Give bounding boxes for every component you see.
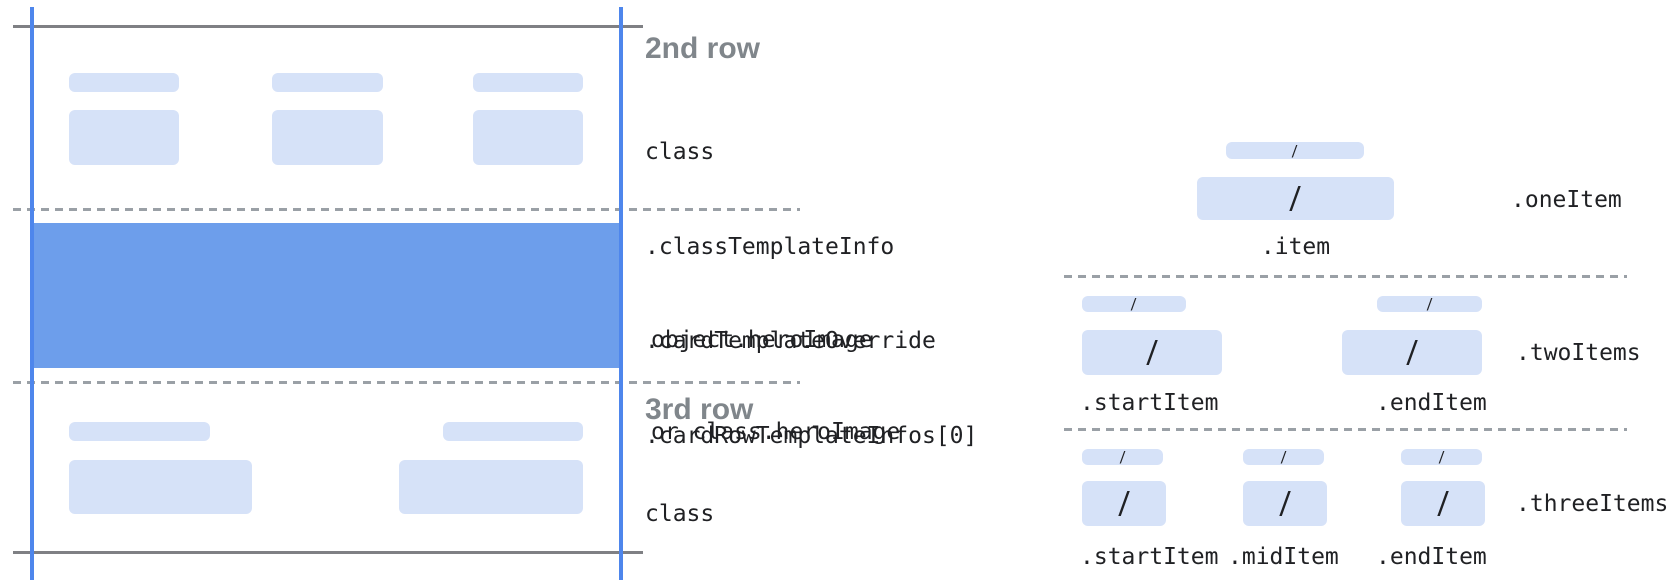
row3-start-value-placeholder bbox=[69, 460, 252, 514]
row2-item3-label-placeholder bbox=[473, 73, 583, 92]
slash-placeholder: / bbox=[1288, 180, 1303, 217]
row2-item2-value-placeholder bbox=[272, 110, 383, 165]
hero-code-line: or class.heroImage bbox=[651, 418, 901, 445]
card-right-guide-line bbox=[619, 7, 623, 580]
slash-placeholder: / bbox=[1277, 485, 1293, 522]
hero-image-band bbox=[32, 223, 621, 368]
row2-heading: 2nd row bbox=[645, 32, 761, 65]
three-items-end-label: .endItem bbox=[1376, 544, 1487, 570]
card-top-line bbox=[13, 25, 643, 28]
three-items-end-value-bar: / bbox=[1401, 481, 1485, 526]
row2-item1-label-placeholder bbox=[69, 73, 179, 92]
two-items-end-label: .endItem bbox=[1376, 390, 1487, 416]
row2-code-line: .cardTemplateOverride bbox=[645, 328, 936, 354]
slash-placeholder: / bbox=[1130, 294, 1138, 314]
slash-placeholder: / bbox=[1435, 485, 1451, 522]
three-items-start-value-bar: / bbox=[1082, 481, 1166, 526]
slash-placeholder: / bbox=[1118, 447, 1127, 467]
two-items-start-label: .startItem bbox=[1080, 390, 1219, 416]
two-items-end-value-bar: / bbox=[1342, 330, 1482, 375]
two-items-start-value-bar: / bbox=[1082, 330, 1222, 375]
three-items-start-label: .startItem bbox=[1080, 544, 1219, 570]
row2-item2-label-placeholder bbox=[272, 73, 383, 92]
hero-row3-divider-dashed-line bbox=[13, 381, 800, 384]
two-items-start-label-bar: / bbox=[1082, 294, 1186, 314]
three-items-container-label: .threeItems bbox=[1516, 491, 1669, 517]
two-items-container-label: .twoItems bbox=[1516, 340, 1641, 366]
slash-placeholder: / bbox=[1425, 294, 1434, 314]
row2-code-line: .classTemplateInfo bbox=[645, 233, 895, 260]
row2-code-line: class bbox=[645, 139, 715, 165]
row2-hero-divider-dashed-line bbox=[13, 208, 800, 211]
three-items-end-label-bar: / bbox=[1401, 447, 1482, 467]
two-three-divider-dashed-line bbox=[1064, 428, 1627, 431]
slash-placeholder: / bbox=[1291, 141, 1299, 160]
slash-placeholder: / bbox=[1404, 334, 1420, 371]
row3-start-label-placeholder bbox=[69, 422, 210, 441]
one-two-divider-dashed-line bbox=[1064, 275, 1627, 278]
row3-end-label-placeholder bbox=[443, 422, 583, 441]
card-left-guide-line bbox=[30, 7, 34, 580]
row2-item3-value-placeholder bbox=[473, 110, 583, 165]
row3-end-value-placeholder bbox=[399, 460, 583, 514]
three-items-mid-label-bar: / bbox=[1243, 447, 1324, 467]
three-items-mid-value-bar: / bbox=[1243, 481, 1327, 526]
three-items-mid-label: .midItem bbox=[1228, 544, 1339, 570]
hero-code-line: object.heroImage bbox=[651, 327, 873, 353]
slash-placeholder: / bbox=[1144, 334, 1160, 371]
row2-item1-value-placeholder bbox=[69, 110, 179, 165]
one-item-item-label: .item bbox=[1260, 234, 1331, 260]
row3-heading: 3rd row bbox=[645, 393, 754, 426]
two-items-end-label-bar: / bbox=[1377, 294, 1482, 314]
row2-code-block: class .classTemplateInfo .cardTemplateOv… bbox=[645, 74, 977, 515]
one-item-value-bar: / bbox=[1197, 177, 1394, 220]
slash-placeholder: / bbox=[1279, 447, 1288, 467]
card-bottom-line bbox=[13, 551, 643, 554]
row3-code-block: class .classTemplateInfo .cardTemplateOv… bbox=[645, 436, 977, 584]
one-item-label-bar: / bbox=[1226, 141, 1364, 160]
slash-placeholder: / bbox=[1437, 447, 1446, 467]
three-items-start-label-bar: / bbox=[1082, 447, 1163, 467]
row3-code-line: class bbox=[645, 501, 715, 527]
hero-code-block: object.heroImage or class.heroImage bbox=[651, 264, 900, 508]
one-item-container-label: .oneItem bbox=[1511, 187, 1622, 213]
row2-code-line: .cardRowTemplateInfos[0] bbox=[645, 422, 978, 449]
slash-placeholder: / bbox=[1116, 485, 1132, 522]
